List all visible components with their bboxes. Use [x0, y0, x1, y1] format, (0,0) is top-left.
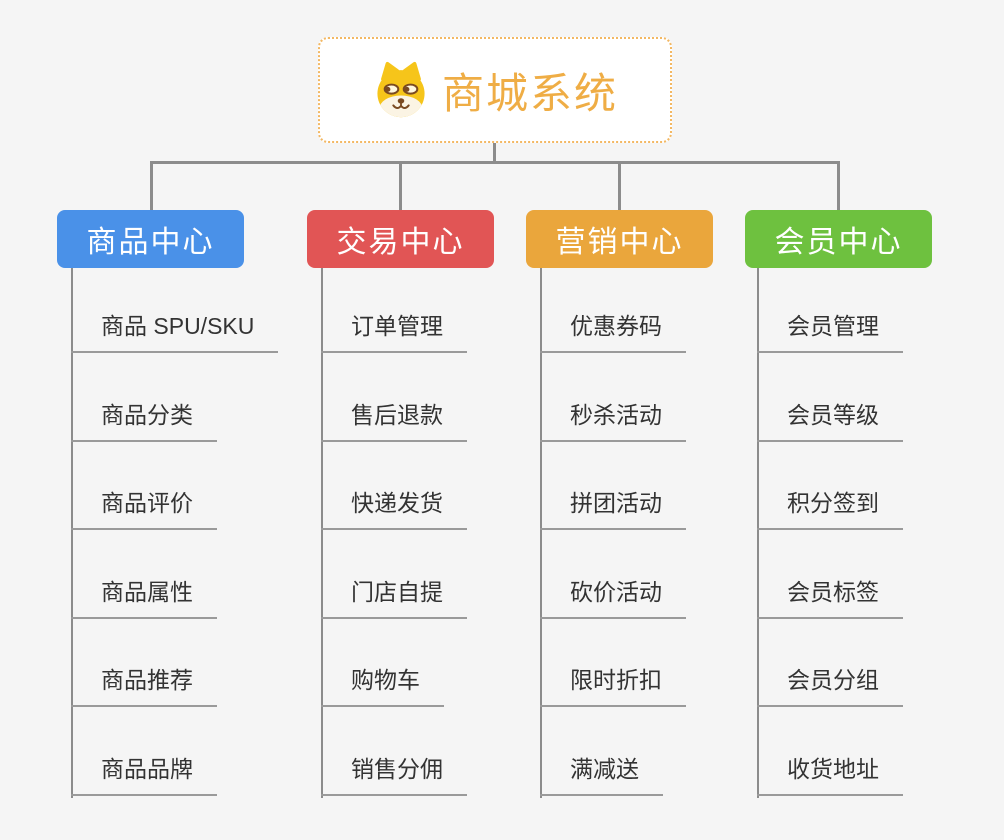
leaf-node[interactable]: 满减送 — [540, 754, 663, 796]
leaf-node[interactable]: 商品 SPU/SKU — [71, 311, 279, 353]
leaf-node[interactable]: 会员标签 — [757, 577, 903, 619]
root-title: 商城系统 — [441, 69, 618, 117]
branch-node-members[interactable]: 会员中心 — [745, 210, 932, 268]
branch-node-trade[interactable]: 交易中心 — [307, 210, 494, 268]
leaf-node[interactable]: 商品推荐 — [71, 665, 217, 707]
leaf-node[interactable]: 会员管理 — [757, 311, 903, 353]
tree-vertical-line — [540, 268, 542, 798]
leaf-node[interactable]: 拼团活动 — [540, 488, 686, 530]
leaf-node[interactable]: 订单管理 — [321, 311, 467, 353]
branch-column-marketing: 优惠券码 秒杀活动 拼团活动 砍价活动 限时折扣 满减送 — [540, 0, 790, 840]
root-node[interactable]: 商城系统 — [318, 37, 672, 143]
leaf-node[interactable]: 积分签到 — [757, 488, 903, 530]
branch-horizontal-line — [150, 161, 840, 164]
branch-column-products: 商品 SPU/SKU 商品分类 商品评价 商品属性 商品推荐 商品品牌 — [71, 0, 321, 840]
dog-face-icon — [377, 61, 425, 118]
leaf-node[interactable]: 售后退款 — [321, 400, 467, 442]
leaf-node[interactable]: 商品品牌 — [71, 754, 217, 796]
leaf-node[interactable]: 销售分佣 — [321, 754, 467, 796]
tree-vertical-line — [71, 268, 73, 798]
leaf-node[interactable]: 商品评价 — [71, 488, 217, 530]
leaf-node[interactable]: 门店自提 — [321, 577, 467, 619]
leaf-node[interactable]: 会员分组 — [757, 665, 903, 707]
branch-stem-line — [150, 161, 153, 210]
leaf-node[interactable]: 限时折扣 — [540, 665, 686, 707]
leaf-node[interactable]: 商品属性 — [71, 577, 217, 619]
branch-stem-line — [399, 161, 402, 210]
leaf-node[interactable]: 砍价活动 — [540, 577, 686, 619]
leaf-node[interactable]: 优惠券码 — [540, 311, 686, 353]
branch-column-members: 会员管理 会员等级 积分签到 会员标签 会员分组 收货地址 — [757, 0, 1004, 840]
branch-node-products[interactable]: 商品中心 — [57, 210, 244, 268]
leaf-node[interactable]: 会员等级 — [757, 400, 903, 442]
leaf-node[interactable]: 购物车 — [321, 665, 444, 707]
root-stem-line — [493, 143, 496, 163]
tree-vertical-line — [757, 268, 759, 798]
branch-stem-line — [618, 161, 621, 210]
branch-stem-line — [837, 161, 840, 210]
leaf-node[interactable]: 商品分类 — [71, 400, 217, 442]
leaf-node[interactable]: 收货地址 — [757, 754, 903, 796]
branch-column-trade: 订单管理 售后退款 快递发货 门店自提 购物车 销售分佣 — [321, 0, 571, 840]
leaf-node[interactable]: 秒杀活动 — [540, 400, 686, 442]
branch-node-marketing[interactable]: 营销中心 — [526, 210, 713, 268]
tree-vertical-line — [321, 268, 323, 798]
leaf-node[interactable]: 快递发货 — [321, 488, 467, 530]
